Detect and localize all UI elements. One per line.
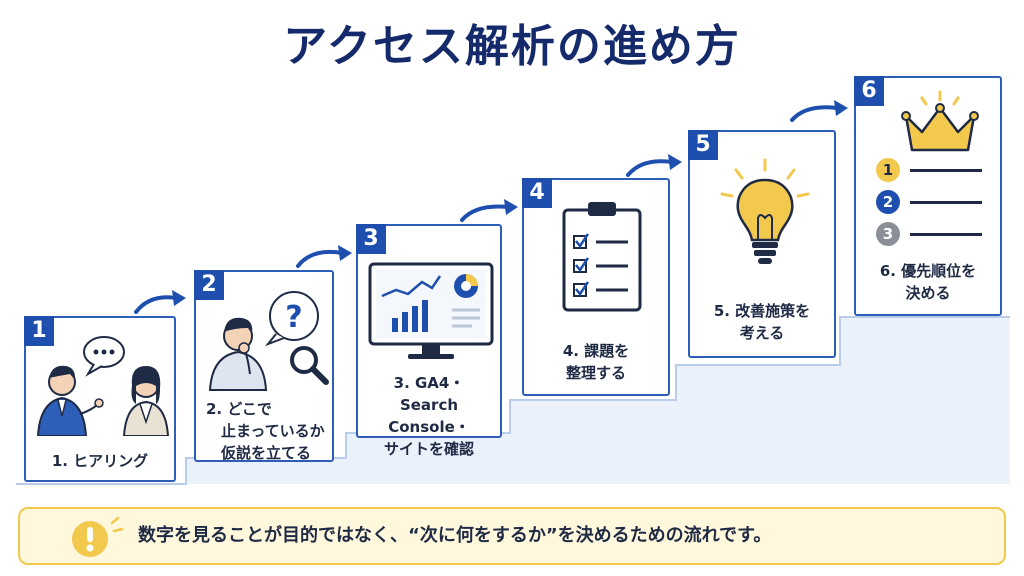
step-card-1: 1 1. ヒアリング: [24, 316, 176, 482]
clipboard-checklist-icon: [562, 202, 642, 312]
step-card-2: 2 ? 2. どこで 止まっているか 仮説を立てる: [194, 270, 334, 462]
step-label-2: 2. どこで 止まっているか 仮説を立てる: [206, 400, 325, 462]
lightbulb-icon: [720, 158, 810, 264]
thinking-person-icon: ?: [208, 291, 329, 391]
arrow-3-4: [460, 204, 510, 222]
priority-item-3: 3: [876, 222, 900, 246]
step-badge-6: 6: [854, 76, 884, 106]
step-label-5: 5. 改善施策を 考える: [713, 302, 811, 342]
step-badge-5: 5: [688, 130, 718, 160]
arrow-1-2: [134, 295, 178, 314]
step-badge-1: 1: [24, 316, 54, 346]
arrow-2-3: [296, 249, 344, 268]
step-label-4: 4. 課題を 整理する: [562, 342, 630, 382]
step-badge-2: 2: [194, 270, 224, 300]
exclamation-icon: [72, 516, 124, 557]
step-label-3: 3. GA4・ Search Console・ サイトを確認: [383, 374, 474, 458]
step-card-3: 3 3. GA4・ Search Console・ サイトを確認: [356, 224, 502, 458]
priority-line-2: [910, 201, 982, 204]
analytics-monitor-icon: [368, 262, 494, 359]
step-label-6: 6. 優先順位を 決める: [879, 262, 977, 302]
step-badge-4: 4: [522, 178, 552, 208]
priority-item-1: 1: [876, 158, 900, 182]
step-card-6: 6 1 2 3 6. 優先順位を 決める: [854, 76, 1002, 316]
summary-text: 数字を見ることが目的ではなく、“次に何をするか”を決めるための流れです。: [138, 525, 772, 546]
priority-line-1: [910, 169, 982, 172]
priority-item-2: 2: [876, 190, 900, 214]
arrow-4-5: [626, 159, 674, 177]
page-title: アクセス解析の進め方: [283, 21, 741, 72]
step-label-1: 1. ヒアリング: [51, 452, 149, 470]
priority-line-3: [910, 233, 982, 236]
step-card-4: 4 4. 課題を 整理する: [522, 178, 670, 396]
svg-text:?: ?: [285, 300, 302, 335]
step-card-5: 5 5. 改善施策を 考える: [688, 130, 836, 358]
summary-note: 数字を見ることが目的ではなく、“次に何をするか”を決めるための流れです。: [18, 507, 1006, 565]
step-badge-3: 3: [356, 224, 386, 254]
arrow-5-6: [790, 105, 840, 122]
conversation-icon: [36, 336, 170, 436]
crown-icon: [901, 90, 979, 152]
